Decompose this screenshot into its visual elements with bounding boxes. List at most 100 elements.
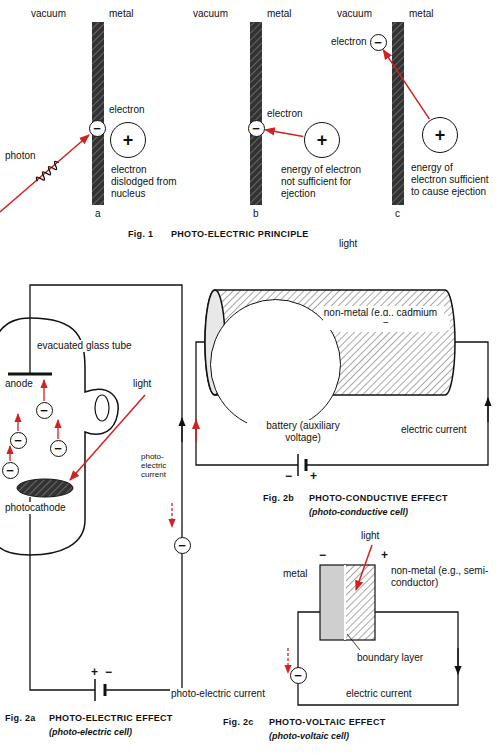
annotation-label: light xyxy=(338,238,358,250)
figure-caption: Fig. 2a xyxy=(4,712,37,724)
metal-layer xyxy=(320,565,345,640)
electron-circle: − xyxy=(290,667,307,684)
annotation-label: energy of electron sufficient to cause e… xyxy=(410,162,492,198)
charge-sign: − xyxy=(374,36,382,49)
annotation-label: light xyxy=(132,378,152,390)
annotation-label: c xyxy=(394,208,401,220)
electron-flow-arrow xyxy=(171,503,172,527)
figure-caption: PHOTO-CONDUCTIVE EFFECT xyxy=(308,492,449,504)
annotation-label: photo-electric current xyxy=(140,452,180,479)
photon-wave xyxy=(35,160,61,184)
charge-sign: + xyxy=(123,131,134,149)
annotation-label: energy of electron not sufficient for ej… xyxy=(280,164,377,200)
current-arrow xyxy=(457,648,458,674)
annotation-label: light xyxy=(360,530,380,542)
figure-caption: Fig. 2b xyxy=(262,492,295,504)
current-arrow xyxy=(181,418,182,442)
annotation-label: metal xyxy=(408,8,434,20)
annotation-label: electron xyxy=(108,104,146,116)
polarity-sign: + xyxy=(380,549,389,561)
battery-symbol xyxy=(305,459,308,471)
annotation-label: anode xyxy=(4,378,34,390)
nucleus-circle: + xyxy=(110,122,146,158)
electron-circle: − xyxy=(174,537,191,554)
annotation-label: evacuated glass tube xyxy=(36,340,133,352)
annotation-label: vacuum xyxy=(336,8,373,20)
annotation-label: electron dislodged from nucleus xyxy=(110,164,190,200)
electron-circle: − xyxy=(2,462,19,479)
figure-caption: (photo-electric cell) xyxy=(48,726,133,738)
electron-flow-arrow xyxy=(195,420,197,442)
annotation-label: photo-electric current xyxy=(170,688,266,700)
nucleus-circle: + xyxy=(422,117,458,153)
charge-sign: − xyxy=(323,316,450,330)
charge-sign: + xyxy=(317,131,328,149)
annotation-label: electron xyxy=(266,108,304,120)
charge-sign: − xyxy=(178,539,186,552)
battery-symbol xyxy=(297,454,299,476)
metal-surface xyxy=(250,22,262,205)
photon-ray xyxy=(0,135,89,212)
motion-arrow xyxy=(265,130,303,137)
annotation-label: metal xyxy=(282,568,308,580)
polarity-sign: − xyxy=(318,549,327,561)
polarity-sign: + xyxy=(90,666,99,678)
annotation-label: electric current xyxy=(400,424,468,436)
battery-symbol xyxy=(94,679,96,701)
figure-caption: PHOTO-ELECTRIC PRINCIPLE xyxy=(170,228,310,240)
annotation-label: a xyxy=(94,208,102,220)
electron-motion-arrow xyxy=(9,446,10,461)
polarity-sign: − xyxy=(284,470,293,482)
electron-circle: − xyxy=(370,34,387,51)
annotation-label: electron xyxy=(330,36,368,48)
anode-plate xyxy=(8,373,52,376)
semiconductor-layer xyxy=(345,565,375,640)
metal-surface xyxy=(392,22,404,205)
electron-motion-arrow xyxy=(57,420,58,439)
boundary-layer-line xyxy=(344,565,346,640)
figure-caption: Fig. 2c xyxy=(222,716,255,728)
annotation-label: boundary layer xyxy=(356,652,424,664)
electron-circle: − xyxy=(248,120,265,137)
electron-circle: − xyxy=(210,299,341,430)
electron-flow-arrow xyxy=(287,648,288,673)
polarity-sign: − xyxy=(104,666,113,678)
figure-caption: (photo-conductive cell) xyxy=(308,506,409,518)
current-arrow xyxy=(487,398,488,422)
charge-sign: − xyxy=(54,442,62,455)
leader-line xyxy=(347,634,360,650)
glass-tube xyxy=(0,318,118,555)
polarity-sign: + xyxy=(309,470,318,482)
motion-arrow xyxy=(383,50,429,119)
photo-conductive-cylinder: non-metal (e.g., cadmium sulphide)− xyxy=(205,290,455,395)
charge-sign: + xyxy=(435,126,446,144)
charge-sign: − xyxy=(252,122,260,135)
figure-caption: PHOTO-ELECTRIC EFFECT xyxy=(48,712,174,724)
battery-symbol xyxy=(104,684,107,696)
annotation-label: electric current xyxy=(345,688,413,700)
annotation-label: photon xyxy=(4,150,37,162)
figure-caption: PHOTO-VOLTAIC EFFECT xyxy=(268,716,387,728)
electron-circle: − xyxy=(36,402,53,419)
electron-motion-arrow xyxy=(17,414,18,431)
charge-sign: − xyxy=(93,122,101,135)
light-ray xyxy=(70,395,145,480)
electron-motion-arrow xyxy=(43,380,44,401)
photocathode-plate xyxy=(17,479,73,497)
annotation-label: b xyxy=(252,208,260,220)
annotation-label: non-metal (e.g., semi-conductor) xyxy=(390,565,492,589)
electron-circle: − xyxy=(10,432,27,449)
annotation-label: metal xyxy=(108,8,134,20)
light-ray xyxy=(356,545,372,590)
figure-caption: (photo-voltaic cell) xyxy=(268,730,350,742)
charge-sign: − xyxy=(294,669,302,682)
charge-sign: − xyxy=(14,434,22,447)
electron-circle: − xyxy=(50,440,67,457)
charge-sign: − xyxy=(40,404,48,417)
nucleus-circle: + xyxy=(304,122,340,158)
annotation-label: vacuum xyxy=(192,8,229,20)
annotation-label: photocathode xyxy=(4,502,67,514)
figure-caption: Fig. 1 xyxy=(127,228,154,240)
metal-surface xyxy=(92,22,104,205)
